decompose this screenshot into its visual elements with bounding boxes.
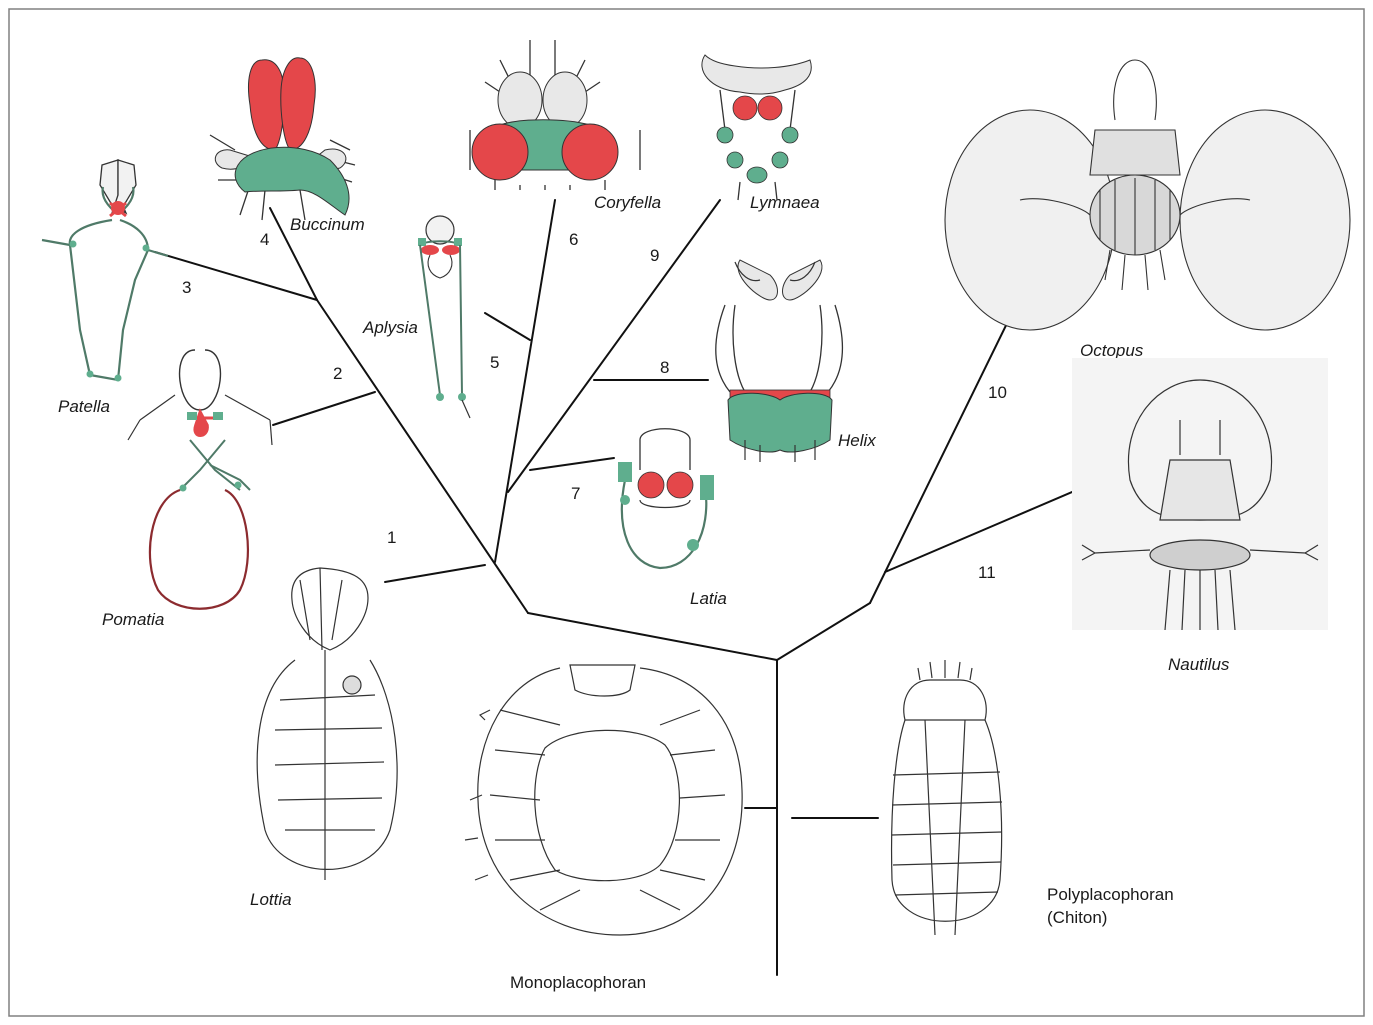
branch-gastropod-main xyxy=(317,300,528,613)
illustration-lymnaea xyxy=(702,55,811,200)
branch-7 xyxy=(530,458,614,470)
label-lymnaea: Lymnaea xyxy=(750,193,820,212)
illustration-octopus xyxy=(945,60,1350,330)
illustration-patella xyxy=(42,160,168,382)
branch-number-3: 3 xyxy=(182,278,191,297)
branch-number-2: 2 xyxy=(333,364,342,383)
label-buccinum: Buccinum xyxy=(290,215,365,234)
illustration-monoplacophoran xyxy=(465,665,742,935)
label-latia: Latia xyxy=(690,589,727,608)
label-monoplacophoran: Monoplacophoran xyxy=(510,973,646,992)
illustration-lottia xyxy=(257,568,397,880)
branch-number-5: 5 xyxy=(490,353,499,372)
branch-number-4: 4 xyxy=(260,230,269,249)
illustration-aplysia xyxy=(418,216,470,418)
label-helix: Helix xyxy=(838,431,876,450)
label-pomatia: Pomatia xyxy=(102,610,164,629)
label-polyplacophoran: Polyplacophoran xyxy=(1047,885,1174,904)
branch-number-10: 10 xyxy=(988,383,1007,402)
label-nautilus: Nautilus xyxy=(1168,655,1230,674)
illustration-nautilus xyxy=(1072,358,1328,630)
illustration-helix xyxy=(716,260,843,462)
branch-3 xyxy=(155,252,317,300)
branch-number-9: 9 xyxy=(650,246,659,265)
branch-cephalopod-stem xyxy=(777,603,870,660)
label-coryfella: Coryfella xyxy=(594,193,661,212)
branch-numbers: 1 2 3 4 5 6 7 8 9 10 11 xyxy=(182,230,1007,582)
illustration-polyplacophoran xyxy=(892,660,1002,935)
illustration-pomatia xyxy=(128,350,272,609)
illustration-coryfella xyxy=(470,40,640,190)
illustration-latia xyxy=(618,429,714,568)
label-chiton: (Chiton) xyxy=(1047,908,1107,927)
branch-number-6: 6 xyxy=(569,230,578,249)
label-patella: Patella xyxy=(58,397,110,416)
branch-number-8: 8 xyxy=(660,358,669,377)
branch-2 xyxy=(273,392,375,425)
label-aplysia: Aplysia xyxy=(362,318,418,337)
branch-number-1: 1 xyxy=(387,528,396,547)
label-octopus: Octopus xyxy=(1080,341,1144,360)
branch-1 xyxy=(385,565,485,582)
branch-number-7: 7 xyxy=(571,484,580,503)
branch-9 xyxy=(508,200,720,492)
branch-number-11: 11 xyxy=(978,563,996,582)
branch-gastropod-stem xyxy=(528,613,777,660)
branch-heterobranch xyxy=(495,200,555,562)
label-lottia: Lottia xyxy=(250,890,292,909)
illustration-buccinum xyxy=(210,58,355,220)
branch-5 xyxy=(485,313,530,340)
